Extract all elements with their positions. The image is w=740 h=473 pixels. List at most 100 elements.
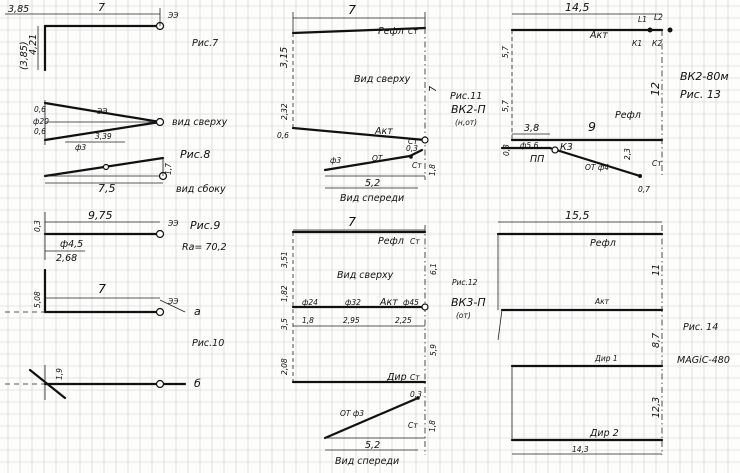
- fig11-top-view-label: Вид сверху: [354, 74, 411, 85]
- fig13-d07-label: 0,7: [638, 185, 650, 194]
- fig11-phi3-label: ф3: [330, 156, 341, 165]
- fig11-dh-label: 1,8: [428, 164, 437, 176]
- fig7-ee-label: ЭЭ: [167, 11, 179, 20]
- fig11-dbot-label: 0,6: [277, 131, 289, 140]
- fig8-d2-label: ф20: [33, 117, 49, 126]
- fig12-s2-label: 2,95: [343, 316, 360, 325]
- fig12-otphi3-label: ОТ ф3: [340, 409, 364, 418]
- fig14-caption: Рис. 14: [683, 322, 718, 333]
- fig13-pp-label: ПП: [530, 154, 544, 165]
- fig10-ee-label: ЭЭ: [167, 297, 179, 306]
- fig7-height-label: 4,21: [28, 34, 39, 55]
- fig12-width-label: 7: [348, 214, 356, 229]
- fig14-refl-label: Рефл: [590, 238, 616, 249]
- fig11-dtop-label: 3,15: [279, 47, 290, 68]
- fig13-otphi4-label: ОТ ф4: [585, 163, 609, 172]
- fig12-r1-label: 6,1: [429, 263, 438, 275]
- fig8-top-feed: [155, 117, 165, 127]
- fig14-h1-label: 11: [651, 264, 662, 276]
- fig12-caption: Рис.12: [452, 278, 478, 287]
- fig11-width-label: 7: [348, 2, 356, 17]
- fig10-height2-label: 1,9: [55, 368, 64, 380]
- fig13-hright-label: 12: [649, 82, 662, 96]
- fig12-act-label: Акт: [379, 297, 398, 308]
- fig12-st-front-label: Ст: [408, 421, 418, 430]
- fig12-dir-label: Дир: [386, 372, 407, 383]
- fig12-h1-label: 3,51: [280, 251, 289, 268]
- fig13-phi56-label: ф5,6: [520, 141, 539, 150]
- fig12-d03-label: 0,3: [410, 390, 422, 399]
- fig11-act-label: Акт: [374, 126, 393, 137]
- fig10-label-b: б: [194, 377, 201, 390]
- fig9-offset-label: 0,3: [33, 220, 42, 232]
- fig12-front-view-label: Вид спереди: [335, 456, 399, 467]
- fig8-lower-arm: [43, 120, 162, 142]
- fig12-phi24-label: ф24: [302, 298, 318, 307]
- fig8-length-label: 7,5: [98, 182, 116, 195]
- fig14-drawing: 15,5 Рефл Акт Дир 1 Дир 2 11 8,7 12,3 14…: [496, 209, 730, 455]
- fig9-ee-label: ЭЭ: [167, 219, 179, 228]
- fig11-front-view-label: Вид спереди: [340, 193, 404, 204]
- fig12-top-view-label: Вид сверху: [337, 270, 394, 281]
- fig11-code: ВК2-П: [451, 103, 486, 116]
- fig12-front-element: [323, 396, 420, 440]
- fig9-seg-label: 2,68: [56, 253, 77, 264]
- fig8-upper-arm: [43, 101, 162, 124]
- fig9-drawing: 9,75 0,3 ЭЭ Рис.9 ф4,5 2,68 Ra= 70,2: [33, 209, 227, 264]
- fig13-k3-label: К3: [560, 142, 573, 153]
- fig11-reflector: [291, 26, 427, 35]
- fig12-st-bot-label: Ст: [410, 373, 420, 382]
- fig13-caption: Рис. 13: [680, 88, 721, 101]
- fig11-caption: Рис.11: [450, 91, 482, 102]
- fig13-k2-label: К2: [652, 39, 662, 48]
- fig13-s1-label: 3,8: [524, 123, 539, 134]
- fig12-phi45-label: ф45: [403, 298, 419, 307]
- fig13-l1-label: L1: [638, 15, 647, 24]
- fig12-h3-label: 3,5: [280, 318, 289, 330]
- fig13-width-label: 14,5: [565, 1, 590, 14]
- fig12-s1-label: 1,8: [302, 316, 314, 325]
- fig7-drawing: 3,85 7 ЭЭ (3,85) 4,21 Рис.7: [5, 1, 218, 72]
- fig8-d4-label: 3,39: [95, 132, 112, 141]
- fig14-dir2-label: Дир 2: [589, 428, 619, 439]
- fig11-active: [291, 126, 427, 142]
- fig8-top-view-label: вид сверху: [172, 117, 228, 128]
- fig12-base-label: 5,2: [365, 440, 380, 451]
- fig7-offset-label: 3,85: [8, 4, 29, 15]
- fig13-s2-label: 9: [588, 119, 596, 134]
- fig13-feed-arm: [548, 146, 642, 178]
- fig9-length-label: 9,75: [88, 209, 113, 222]
- fig12-refl-label: Рефл: [378, 236, 404, 247]
- fig8-height-label: 1,7: [164, 163, 173, 175]
- fig12-st-top-label: Ст: [410, 237, 420, 246]
- fig10-length-label: 7: [98, 281, 106, 296]
- fig13-code: ВК2-80м: [680, 70, 729, 83]
- fig12-h4-label: 2,08: [280, 358, 289, 375]
- fig7-height-alt-label: (3,85): [19, 41, 30, 70]
- fig11-dright-label: 7: [428, 86, 439, 92]
- fig9-caption: Рис.9: [190, 219, 220, 232]
- fig11-refl-label: Рефл: [378, 26, 404, 37]
- fig8-side-view-label: вид сбоку: [176, 184, 226, 195]
- fig12-phi32-label: ф32: [345, 298, 361, 307]
- fig13-d03-label: 0,3: [502, 144, 511, 156]
- fig11-st-front-label: Ст: [412, 161, 422, 170]
- fig11-code-sub: (н,от): [455, 118, 477, 127]
- fig8-d5-label: ф3: [75, 143, 86, 152]
- fig8-ee-label: ЭЭ: [96, 107, 108, 116]
- fig10-drawing: 7 5,08 ЭЭ а Рис.10 1,9 б: [5, 268, 224, 400]
- fig13-drawing: 14,5 L1 L2 К1 К2 Акт 5,7 5,7 12 ВК2-80м …: [500, 1, 729, 194]
- fig8-caption: Рис.8: [180, 148, 210, 161]
- fig13-l2-label: L2: [654, 13, 663, 22]
- fig12-s3-label: 2,25: [395, 316, 412, 325]
- fig9-feed-point: [155, 229, 165, 239]
- fig14-width-bot-label: 14,3: [572, 445, 589, 454]
- fig11-drawing: 7 Рефл Ст 3,15 2,32 0,6 Вид сверху Акт С…: [277, 2, 486, 204]
- fig11-base-label: 5,2: [365, 178, 380, 189]
- fig12-h2-label: 1,82: [280, 285, 289, 302]
- fig11-front-element: [323, 154, 412, 172]
- fig13-k1-label: К1: [632, 39, 642, 48]
